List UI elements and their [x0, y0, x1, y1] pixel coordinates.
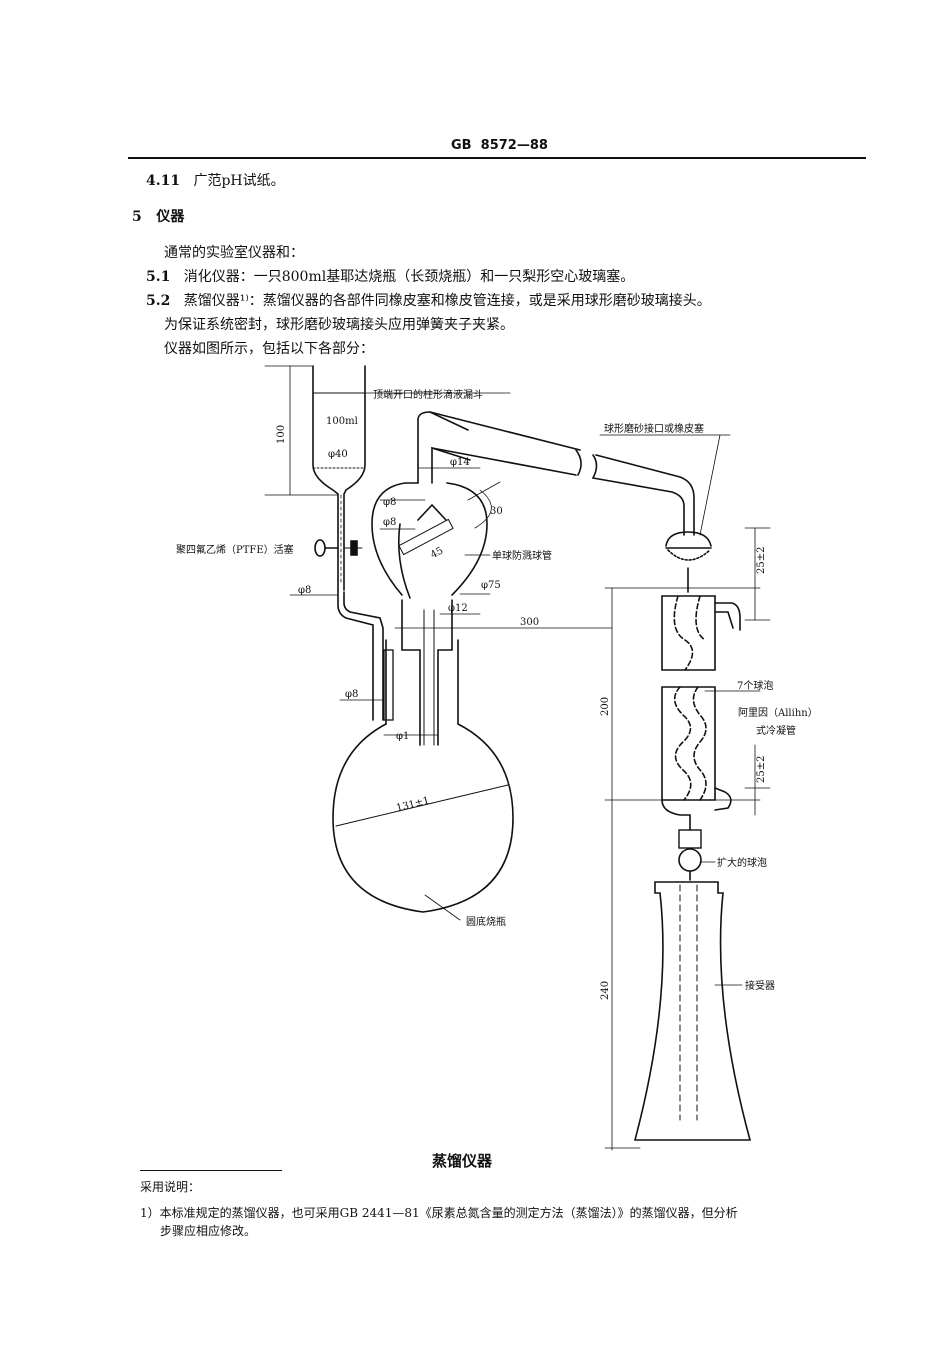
section-5-2-cont2: 仪器如图所示，包括以下各部分：: [164, 341, 374, 357]
dimension-lines: [264, 365, 771, 1151]
label-300: 300: [520, 617, 539, 628]
label-25-a: 25±2: [756, 547, 767, 574]
label-7-bulbs: 7个球泡: [737, 679, 773, 692]
label-stopcock: 聚四氟乙烯（PTFE）活塞: [176, 543, 294, 556]
footnote-line-2: 步骤应相应修改。: [160, 1224, 257, 1238]
footnote-title: 采用说明：: [140, 1180, 201, 1194]
label-ball-joint: 球形磨砂接口或橡皮塞: [604, 422, 704, 435]
label-enlarged-bulb: 扩大的球泡: [717, 856, 767, 869]
label-phi40: φ40: [328, 449, 348, 460]
label-round-flask: 圆底烧瓶: [466, 915, 506, 928]
label-200: 200: [600, 697, 611, 716]
section-4-11: 4.11 广范pH试纸。: [146, 173, 285, 189]
label-45: 45: [429, 545, 445, 561]
label-25-b: 25±2: [756, 756, 767, 783]
splash-head-bulb: [371, 411, 488, 746]
label-dim-100: 100: [276, 425, 287, 444]
standard-code: GB 8572—88: [451, 138, 548, 153]
footnote-line-1: 1）本标准规定的蒸馏仪器，也可采用GB 2441—81《尿素总氮含量的测定方法（…: [140, 1206, 738, 1220]
label-allihn-2: 式冷凝管: [756, 724, 796, 737]
round-bottom-flask: [332, 639, 514, 913]
label-phi1: φ1: [396, 731, 409, 742]
distillation-apparatus-figure: 顶端开口的柱形滴液漏斗 100ml φ40 100 φ14 φ8 φ8 30 4…: [176, 365, 818, 1151]
standard-prefix: GB: [451, 138, 472, 153]
label-131: 131±1: [395, 795, 430, 814]
label-30: 30: [490, 506, 503, 517]
ptfe-stopcock: [314, 539, 363, 557]
label-funnel: 顶端开口的柱形滴液漏斗: [373, 388, 483, 401]
allihn-condenser: [661, 595, 741, 831]
label-allihn-1: 阿里因（Allihn）: [738, 707, 818, 719]
label-phi14: φ14: [450, 457, 470, 468]
label-240: 240: [600, 981, 611, 1000]
label-100ml: 100ml: [326, 416, 358, 427]
footnote-rule: [140, 1170, 282, 1171]
label-receiver: 接受器: [745, 979, 775, 992]
connecting-tube: [429, 411, 695, 536]
section-5-2: 5.2 蒸馏仪器¹⁾：蒸馏仪器的各部件同橡皮塞和橡皮管连接，或是采用球形磨砂玻璃…: [146, 293, 711, 309]
section-5-2-cont: 为保证系统密封，球形磨砂玻璃接头应用弹簧夹子夹紧。: [164, 317, 514, 333]
label-phi75: φ75: [481, 580, 501, 591]
label-phi8-b: φ8: [383, 517, 396, 528]
section-5-heading: 5 仪器: [132, 209, 185, 225]
label-splash-bulb: 单球防溅球管: [492, 549, 552, 562]
header-rule: [128, 157, 866, 159]
receiver-flask: [633, 829, 752, 1141]
figure-caption: 蒸馏仪器: [432, 1152, 493, 1170]
label-phi8-d: φ8: [345, 689, 358, 700]
standard-number: 8572—88: [480, 138, 548, 153]
label-phi12: φ12: [448, 603, 468, 614]
section-5-intro: 通常的实验室仪器和：: [164, 245, 304, 261]
ball-joint: [665, 531, 712, 593]
label-phi8-c: φ8: [298, 585, 311, 596]
label-phi8-a: φ8: [383, 497, 396, 508]
section-5-1: 5.1 消化仪器：一只800ml基耶达烧瓶（长颈烧瓶）和一只梨形空心玻璃塞。: [146, 269, 635, 285]
